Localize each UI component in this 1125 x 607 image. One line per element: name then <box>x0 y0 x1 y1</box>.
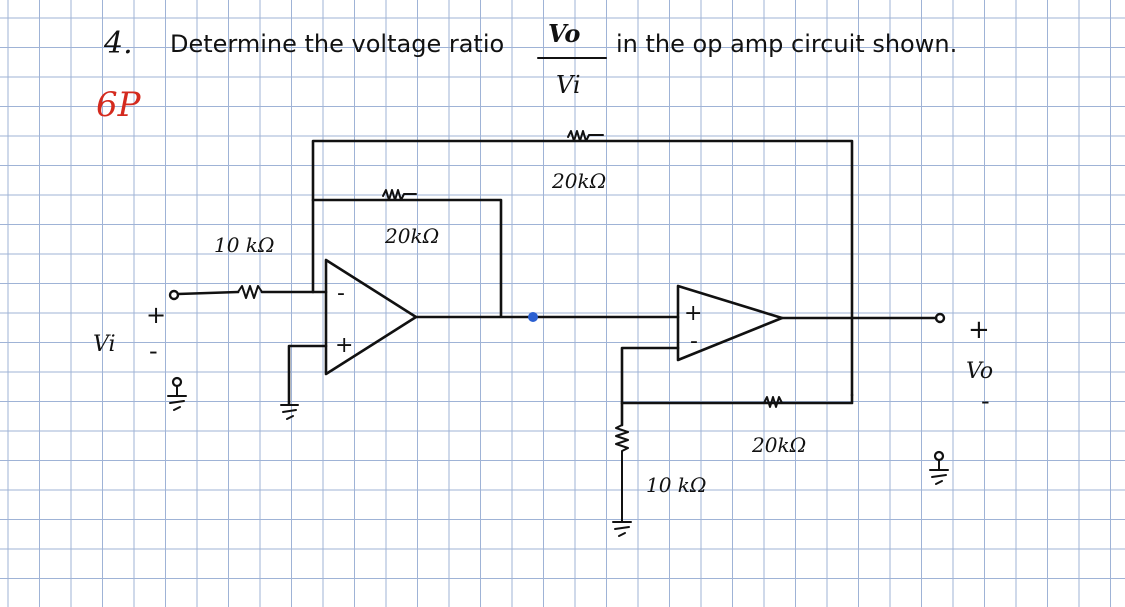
ground-resistor <box>615 424 629 523</box>
lower-feedback-label: 20kΩ <box>751 433 806 457</box>
opamp-1-noninverting: + <box>335 333 353 358</box>
opamp-2 <box>676 284 784 362</box>
question-text: Determine the voltage ratio <box>170 30 504 58</box>
ratio-denominator: Vi <box>556 71 581 99</box>
circuit: 10 kΩ 20kΩ 20kΩ - + + - 20kΩ 10 kΩ + Vo <box>93 130 993 537</box>
input-wire <box>176 290 240 296</box>
output-label: Vo <box>966 359 993 384</box>
points-note: 6P <box>96 85 142 125</box>
lower-feedback-wire <box>620 393 854 405</box>
opamp-2-inv-wire <box>620 346 680 427</box>
ground-1 <box>280 404 299 420</box>
lower-feedback-resistor <box>763 396 783 408</box>
output-terminal <box>934 312 946 324</box>
ground-resistor-label: 10 kΩ <box>646 473 707 497</box>
input-terminal <box>168 289 180 301</box>
question-number: 4. <box>103 26 133 61</box>
node-dot <box>528 312 538 322</box>
input-plus: + <box>146 301 166 329</box>
inner-feedback-resistor <box>382 189 417 201</box>
input-resistor <box>237 285 263 299</box>
input-label: Vi <box>93 332 116 357</box>
opamp-1-noninv-wire <box>287 344 328 406</box>
input-ground <box>167 385 187 411</box>
opamp-1-inverting: - <box>337 281 345 306</box>
feedback-node-wire <box>311 139 854 397</box>
output-ground <box>929 459 949 485</box>
inner-feedback-label: 20kΩ <box>384 224 439 248</box>
outer-feedback-label: 20kΩ <box>551 169 606 193</box>
output-minus: - <box>981 387 990 415</box>
input-resistor-label: 10 kΩ <box>214 233 275 257</box>
output-plus: + <box>968 315 990 345</box>
ground-2 <box>612 521 632 537</box>
inner-feedback-wire <box>311 198 503 318</box>
question-line: 4. Determine the voltage ratio Vo Vi in … <box>96 19 957 125</box>
output-ground-terminal <box>933 450 945 462</box>
input-ground-terminal <box>171 376 183 388</box>
opamp-2-noninverting: + <box>684 301 702 326</box>
outer-feedback-resistor <box>567 130 604 142</box>
question-text-end: in the op amp circuit shown. <box>616 30 957 58</box>
input-minus: - <box>149 337 158 365</box>
ratio-numerator: Vo <box>548 19 580 48</box>
opamp-2-inverting: - <box>690 329 698 354</box>
opamp-1 <box>324 258 418 376</box>
